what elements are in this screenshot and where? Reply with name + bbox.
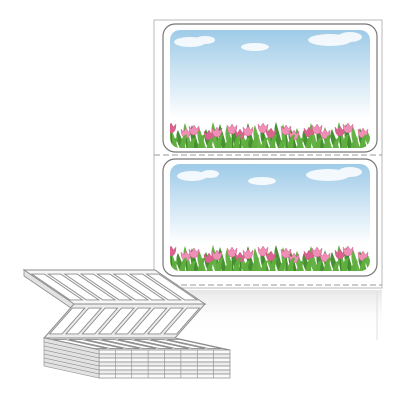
label-1: [162, 23, 378, 153]
tulip-field: [170, 122, 370, 148]
fanfold-stack: [22, 269, 231, 379]
cloud-group: [177, 167, 362, 185]
label-2: [162, 158, 378, 277]
tulip-field: [170, 245, 370, 271]
sky-background: [170, 30, 370, 148]
fanfold-top-flap: [22, 269, 207, 311]
fanfold-middle-slope: [42, 303, 207, 339]
cloud-group: [174, 32, 362, 51]
fanfold-base-stack: [43, 337, 231, 379]
